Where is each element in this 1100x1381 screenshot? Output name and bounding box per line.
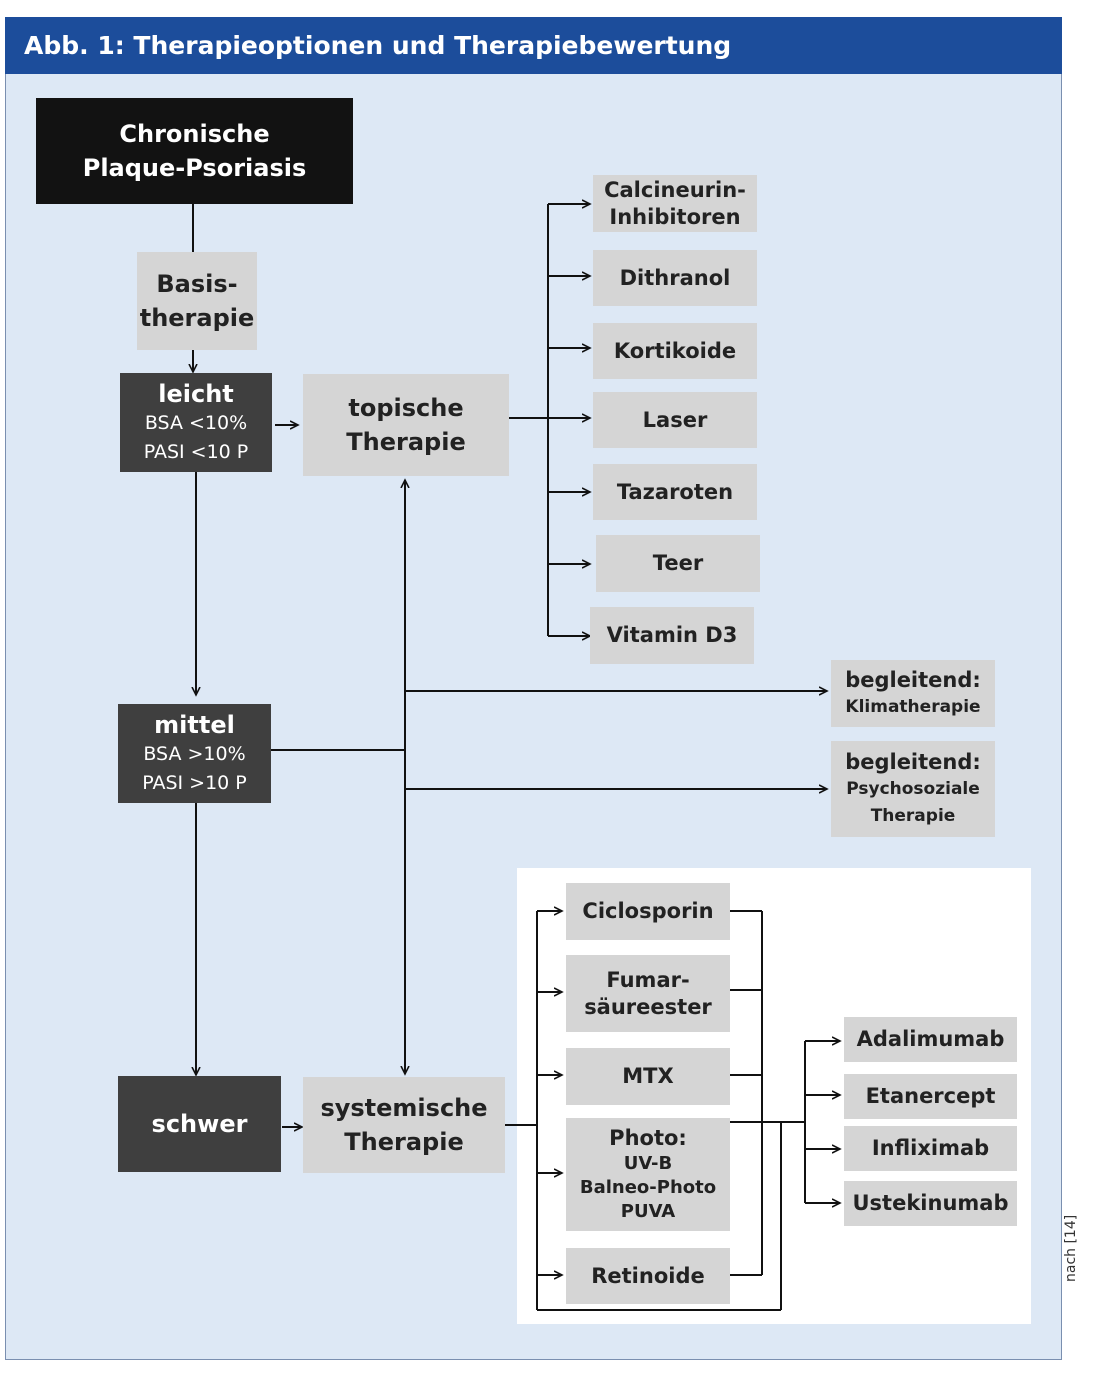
biologic-adalimumab: Adalimumab [844,1017,1017,1062]
topical-line-1: topische [348,394,464,422]
topical-line-2: Therapie [346,428,466,456]
photo-line: UV-B [623,1153,673,1174]
photo-line: Balneo-Photo [579,1177,717,1198]
biologic-infliximab: Infliximab [844,1126,1017,1171]
topical-option-tazaroten: Tazaroten [593,464,757,520]
option-line: Ciclosporin [582,899,714,923]
source-note: nach [14] [1063,1214,1079,1282]
basis-therapy-box: Basis- therapie [137,252,257,350]
topical-option-teer: Teer [596,535,760,592]
severity-moderate-bsa: BSA >10% [143,742,246,765]
systemic-option-ciclosporin: Ciclosporin [566,883,730,940]
photo-head: Photo: [609,1126,687,1150]
biologic-ustekinumab: Ustekinumab [844,1181,1017,1226]
accompanying-psychosocial-line: Therapie [870,805,956,826]
biologic-label: Ustekinumab [852,1191,1009,1215]
option-line: Inhibitoren [609,204,741,229]
biologic-etanercept: Etanercept [844,1074,1017,1119]
option-line: MTX [622,1064,674,1088]
severity-mild-box: leicht BSA <10% PASI <10 P [120,373,272,472]
systemic-therapy-box: systemische Therapie [303,1077,505,1173]
severity-mild-label: leicht [158,379,234,408]
accompanying-psychosocial-box: begleitend: Psychosoziale Therapie [831,741,995,837]
basis-line-2: therapie [139,304,255,332]
accompanying-climate-head: begleitend: [845,667,981,692]
option-line: Kortikoide [613,338,737,363]
topical-option-dithranol: Dithranol [593,250,757,306]
severity-moderate-box: mittel BSA >10% PASI >10 P [118,704,271,803]
option-line: Vitamin D3 [606,623,738,647]
severity-mild-bsa: BSA <10% [144,411,248,434]
accompanying-climate-box: begleitend: Klimatherapie [831,660,995,727]
severity-severe-label: schwer [151,1110,248,1138]
basis-line-1: Basis- [156,270,238,298]
option-line: säureester [584,994,712,1019]
figure-title: Abb. 1: Therapieoptionen und Therapiebew… [5,17,1062,74]
root-diagnosis-box: Chronische Plaque-Psoriasis [36,98,353,204]
root-line-1: Chronische [119,120,270,148]
option-line: Laser [642,407,708,432]
topical-option-laser: Laser [593,392,757,448]
systemic-option-fumarsaeureester: Fumar- säureester [566,955,730,1032]
option-line: Tazaroten [616,479,734,504]
severity-moderate-label: mittel [154,710,235,739]
option-line: Calcineurin- [604,177,746,202]
systemic-option-mtx: MTX [566,1048,730,1105]
topical-option-kortikoide: Kortikoide [593,323,757,379]
severity-mild-pasi: PASI <10 P [143,440,249,463]
topical-option-vitamin-d3: Vitamin D3 [590,607,754,664]
biologic-label: Etanercept [865,1084,996,1108]
photo-line: PUVA [620,1201,676,1222]
accompanying-climate-line: Klimatherapie [845,696,981,717]
topical-option-calcineurin: Calcineurin- Inhibitoren [593,175,757,232]
option-line: Fumar- [606,967,690,992]
systemic-option-retinoide: Retinoide [566,1248,730,1304]
option-line: Teer [652,551,704,575]
severity-severe-box: schwer [118,1076,281,1172]
accompanying-psychosocial-line: Psychosoziale [846,778,980,799]
systemic-line-2: Therapie [344,1128,464,1156]
severity-moderate-pasi: PASI >10 P [142,771,247,794]
option-line: Retinoide [591,1263,705,1288]
root-line-2: Plaque-Psoriasis [82,154,307,182]
topical-therapy-box: topische Therapie [303,374,509,476]
biologic-label: Adalimumab [856,1027,1005,1051]
biologic-label: Infliximab [871,1136,990,1160]
accompanying-psychosocial-head: begleitend: [845,749,981,774]
option-line: Dithranol [619,265,731,290]
systemic-option-photo: Photo: UV-B Balneo-Photo PUVA [566,1118,730,1231]
systemic-line-1: systemische [320,1094,488,1122]
